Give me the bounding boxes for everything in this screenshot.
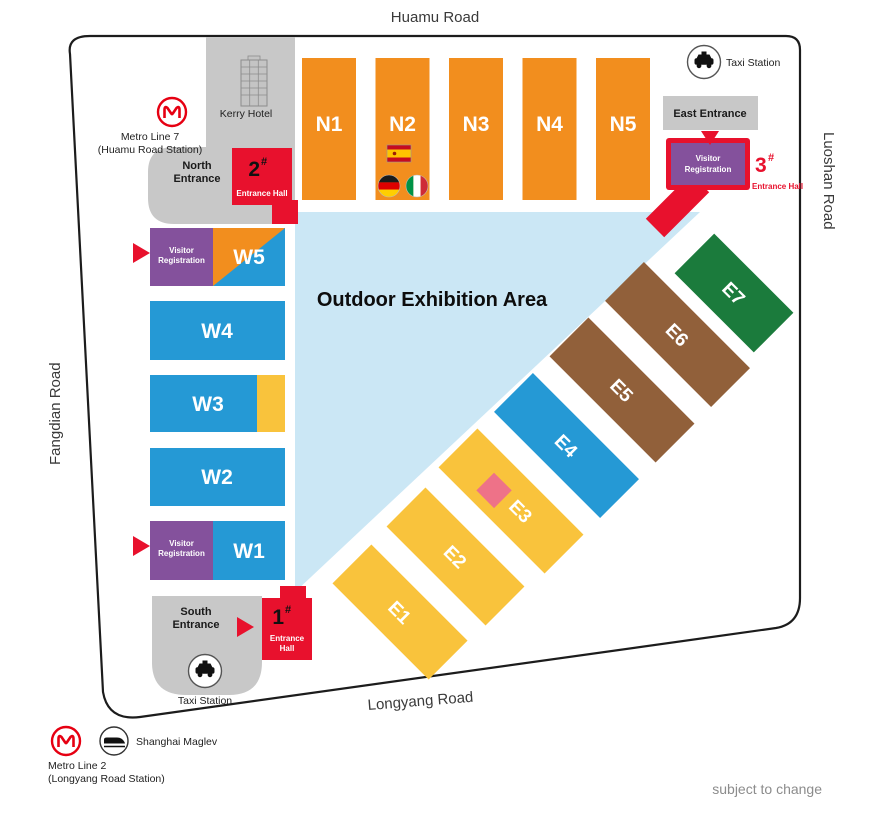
germany-flag-icon [377,174,401,198]
road-label-longyang: Longyang Road [367,689,474,714]
entrance-hall-2: 2 # Entrance Hall [232,148,292,205]
arrow-down-icon-east [701,131,719,145]
visitor-registration-w5-line1: Visitor [169,246,194,255]
hall-n5-label: N5 [610,113,637,136]
hall-n4 [522,58,577,200]
metro-line2-label-line1: Metro Line 2 [48,760,107,772]
italy-flag-icon [405,174,429,198]
road-label-huamu: Huamu Road [391,9,479,26]
entrance-hall-3-label: Entrance Hall [752,182,803,191]
entrance-hall-3: Visitor Registration 3 # Entrance Hall [666,138,803,191]
hall-w3-yellow-section [257,375,285,432]
visitor-registration-3-line1: Visitor [696,154,721,163]
north-entrance-label-line1: North [182,160,212,172]
kerry-hotel-icon [240,55,268,107]
arrow-right-icon-w1 [133,536,150,556]
hall-n4-label: N4 [536,113,563,136]
north-halls: N1 N2 N3 N4 N5 [302,58,650,200]
hall-e6 [605,262,750,407]
hall-e2 [386,487,525,626]
spain-flag-icon [386,144,412,163]
metro-icon-line7 [156,96,188,128]
hall-w1 [213,521,285,580]
taxi-station-south-label: Taxi Station [178,695,232,707]
kerry-hotel-label: Kerry Hotel [220,108,273,120]
hall-e1 [332,544,468,680]
taxi-station-east-label: Taxi Station [726,57,780,69]
hall-e7 [674,233,794,353]
south-entrance-area [152,596,262,695]
road-label-luoshan: Luoshan Road [820,132,837,230]
hall-w2 [150,448,285,506]
visitor-registration-w1 [150,521,213,580]
visitor-registration-w1-line2: Registration [158,549,205,558]
hall-n3 [449,58,503,200]
metro-line7-label-line1: Metro Line 7 [121,131,180,143]
south-entrance-label-line2: Entrance [172,619,219,631]
hall-n3-label: N3 [463,113,490,136]
hall-n5 [596,58,650,200]
metro-line2-label-line2: (Longyang Road Station) [48,773,165,785]
taxi-icon-east [686,44,722,80]
visitor-registration-3-line2: Registration [685,165,732,174]
entrance-corridor-3 [645,173,710,238]
hall-w1-label: W1 [233,540,265,563]
entrance-hall-1: 1 # Entrance Hall [262,598,312,660]
hall-w2-label: W2 [201,466,233,489]
hall-e3 [438,428,584,574]
visitor-registration-w5-line2: Registration [158,256,205,265]
entrance-hall-2-label: Entrance Hall [236,189,287,198]
entrance-hall-2-number: 2 [248,158,260,181]
hall-w4-label: W4 [201,320,233,343]
maglev-icon [99,726,129,756]
hall-e4 [494,373,639,518]
arrow-right-icon-w5 [133,243,150,263]
hall-w3-label: W3 [192,393,224,416]
arrow-right-icon-south [237,617,254,637]
hall-n2-label: N2 [389,113,416,136]
metro-line7-label-line2: (Huamu Road Station) [98,144,202,156]
entrance-hall-1-label-line1: Entrance [270,634,305,643]
hall-n1 [302,58,356,200]
hall-n1-label: N1 [316,113,343,136]
east-halls: E1 E2 E3 E4 E5 E6 E7 [332,233,794,680]
entrance-hall-2-hash: # [261,156,267,168]
hall-e5 [549,317,695,463]
entrance-hall-1-number: 1 [272,606,284,629]
hall-w5-label: W5 [233,246,265,269]
shanghai-maglev-label: Shanghai Maglev [136,736,218,748]
entrance-hall-1-label-line2: Hall [280,644,295,653]
hall-w4 [150,301,285,360]
visitor-registration-3 [671,143,745,185]
west-halls: W5 Visitor Registration W4 W3 W2 W1 Visi… [150,228,285,580]
visitor-registration-w5 [150,228,213,286]
metro-icon-line2 [50,725,82,757]
road-label-fangdian: Fangdian Road [47,362,64,465]
taxi-icon-south [187,653,223,689]
hall-w5-orange-wing [213,228,285,286]
north-entrance-label-line2: Entrance [173,173,220,185]
entrance-hall-2-box [232,148,292,205]
entrance-hall-3-hash: # [768,152,774,164]
south-entrance-label-line1: South [180,606,211,618]
visitor-registration-w1-line1: Visitor [169,539,194,548]
disclaimer-note: subject to change [712,781,822,797]
entrance-hall-1-box [262,598,312,660]
entrance-hall-3-number: 3 [755,154,767,177]
outdoor-area-label: Outdoor Exhibition Area [317,289,548,311]
east-entrance-area [663,96,758,130]
entrance-hall-1-hash: # [285,604,291,616]
east-entrance-label: East Entrance [673,108,746,120]
outdoor-exhibition-area [295,212,700,592]
